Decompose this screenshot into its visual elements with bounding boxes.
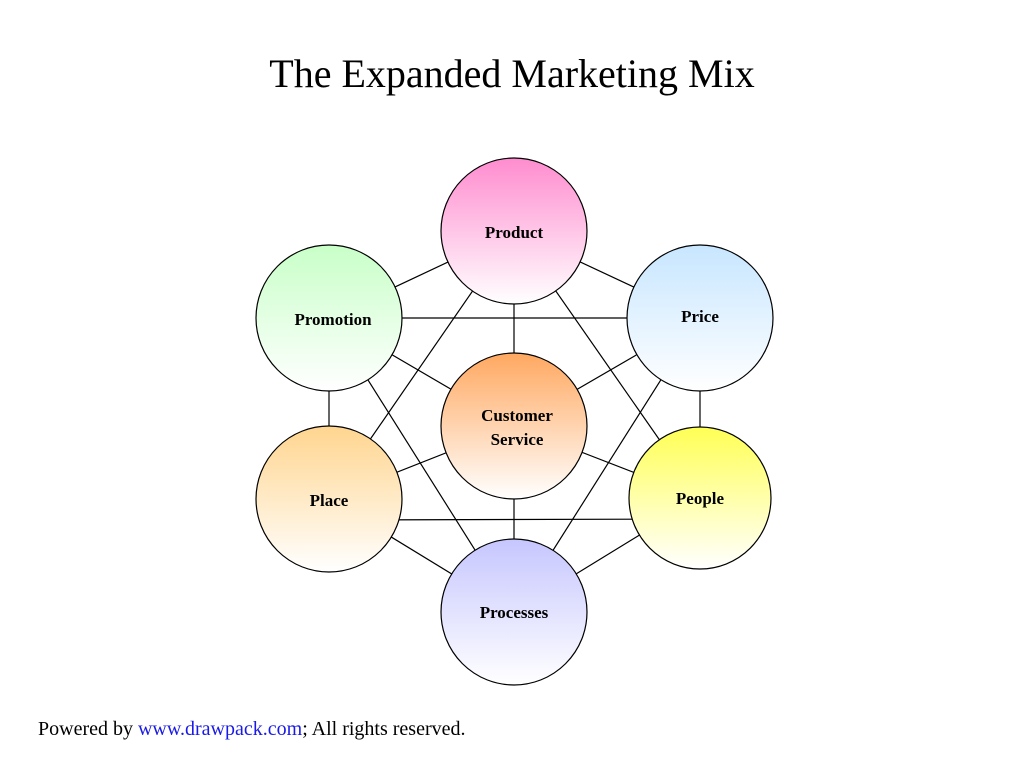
node-customer-service-circle <box>440 352 588 500</box>
node-place-circle <box>255 425 403 573</box>
footer-suffix: ; All rights reserved. <box>302 718 466 740</box>
node-people-label: People <box>676 489 725 508</box>
footer-link[interactable]: www.drawpack.com <box>137 718 303 740</box>
node-product-circle <box>440 157 588 305</box>
node-product: Product <box>440 157 588 305</box>
node-processes-circle <box>440 538 588 686</box>
node-promotion-label: Promotion <box>294 310 372 329</box>
node-customer-service-label-line2: Service <box>491 430 544 449</box>
footer-credit: Powered by www.drawpack.com; All rights … <box>38 718 466 741</box>
node-customer-service: Customer Service <box>440 352 588 500</box>
node-processes-label: Processes <box>480 603 549 622</box>
node-promotion: Promotion <box>255 244 403 392</box>
page-title: The Expanded Marketing Mix <box>269 51 755 96</box>
node-place-label: Place <box>310 491 349 510</box>
node-price: Price <box>626 244 774 392</box>
footer-prefix: Powered by <box>38 718 138 740</box>
node-people-circle <box>628 426 772 570</box>
node-promotion-circle <box>255 244 403 392</box>
node-place: Place <box>255 425 403 573</box>
node-customer-service-label-line1: Customer <box>481 406 553 425</box>
node-people: People <box>628 426 772 570</box>
node-processes: Processes <box>440 538 588 686</box>
node-price-label: Price <box>681 307 719 326</box>
node-product-label: Product <box>485 223 544 242</box>
node-price-circle <box>626 244 774 392</box>
